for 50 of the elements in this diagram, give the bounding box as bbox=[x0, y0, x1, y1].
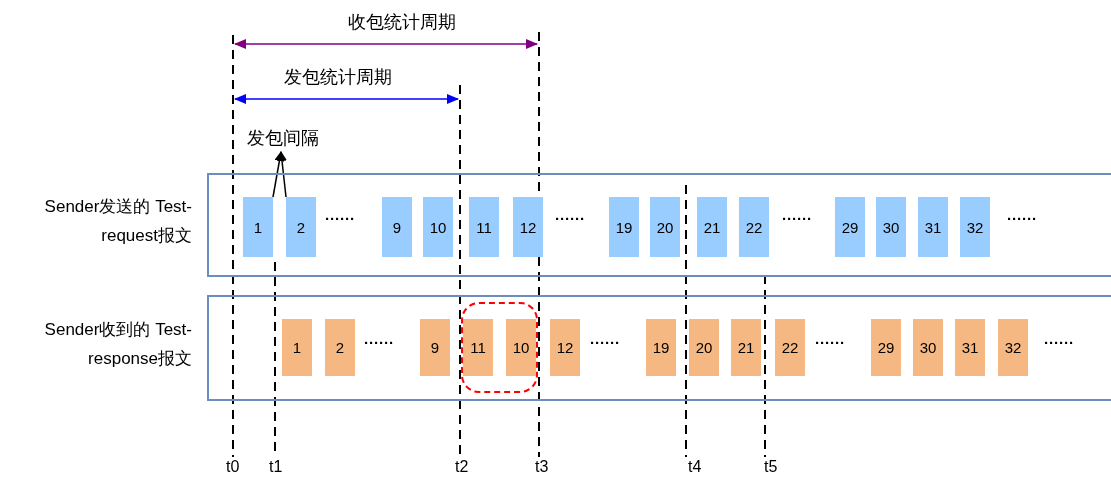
packet-box: 32 bbox=[960, 197, 990, 257]
packet-box: 1 bbox=[243, 197, 273, 257]
ellipsis: ······ bbox=[364, 334, 394, 351]
packet-box: 21 bbox=[697, 197, 727, 257]
time-label: t1 bbox=[269, 458, 283, 476]
packet-box: 31 bbox=[918, 197, 948, 257]
time-label: t4 bbox=[688, 458, 702, 476]
ellipsis: ······ bbox=[590, 334, 620, 351]
packet-box: 2 bbox=[286, 197, 316, 257]
ellipsis: ······ bbox=[555, 210, 585, 227]
packet-box: 9 bbox=[420, 319, 450, 376]
ellipsis: ······ bbox=[1007, 210, 1037, 227]
packet-box: 2 bbox=[325, 319, 355, 376]
dimension-label: 发包统计周期 bbox=[284, 66, 392, 89]
packet-box: 31 bbox=[955, 319, 985, 376]
dimension-label: 收包统计周期 bbox=[348, 11, 456, 34]
packet-box: 20 bbox=[689, 319, 719, 376]
packet-box: 30 bbox=[913, 319, 943, 376]
annotation-text: 发包间隔 bbox=[247, 126, 319, 150]
arrow bbox=[272, 151, 285, 198]
packet-box: 1 bbox=[282, 319, 312, 376]
packet-box: 22 bbox=[739, 197, 769, 257]
packet-box: 12 bbox=[513, 197, 543, 257]
packet-box: 29 bbox=[835, 197, 865, 257]
time-label: t3 bbox=[535, 458, 549, 476]
packet-box: 29 bbox=[871, 319, 901, 376]
packet-box: 19 bbox=[609, 197, 639, 257]
packet-box: 11 bbox=[463, 319, 493, 376]
row-label: Sender发送的 Test-request报文 bbox=[43, 196, 192, 247]
packet-box: 22 bbox=[775, 319, 805, 376]
packet-box: 19 bbox=[646, 319, 676, 376]
ellipsis: ······ bbox=[1044, 334, 1074, 351]
packet-box: 30 bbox=[876, 197, 906, 257]
time-label: t0 bbox=[226, 458, 240, 476]
packet-box: 9 bbox=[382, 197, 412, 257]
ellipsis: ······ bbox=[325, 210, 355, 227]
row-label: Sender收到的 Test-response报文 bbox=[43, 319, 192, 370]
highlight-box bbox=[461, 302, 538, 393]
packet-box: 20 bbox=[650, 197, 680, 257]
packet-box: 11 bbox=[469, 197, 499, 257]
ellipsis: ······ bbox=[815, 334, 845, 351]
packet-box: 10 bbox=[423, 197, 453, 257]
packet-box: 12 bbox=[550, 319, 580, 376]
packet-box: 32 bbox=[998, 319, 1028, 376]
arrow bbox=[277, 151, 287, 198]
ellipsis: ······ bbox=[782, 210, 812, 227]
packet-box: 21 bbox=[731, 319, 761, 376]
time-label: t5 bbox=[764, 458, 778, 476]
packet-box: 10 bbox=[506, 319, 536, 376]
time-label: t2 bbox=[455, 458, 469, 476]
